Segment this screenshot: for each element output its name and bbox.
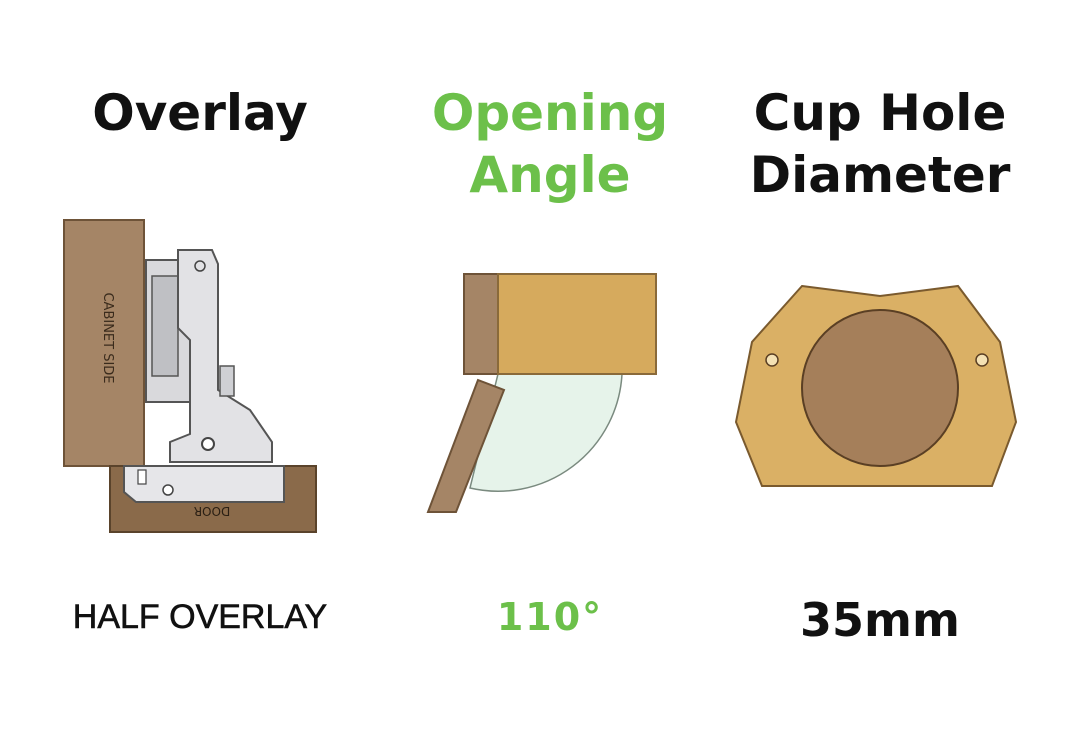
cup-hole-title: Cup Hole Diameter <box>720 82 1040 206</box>
arm-screw <box>201 437 215 451</box>
screw-hole-left <box>765 353 779 367</box>
cup-hole-value: 35mm <box>800 593 960 647</box>
cabinet-edge <box>463 273 499 375</box>
concealed-hinge-diagram-icon: CABINET SIDE DOOR <box>63 219 317 533</box>
cabinet-side-panel <box>63 219 145 467</box>
arm-screw-block <box>219 365 235 397</box>
open-door <box>426 378 506 513</box>
hinge-arm <box>169 249 273 463</box>
opening-angle-column: Opening Angle 110° <box>400 0 700 749</box>
opening-angle-title: Opening Angle <box>400 82 700 206</box>
cup-hole-title-line-1: Cup Hole <box>753 84 1007 142</box>
cabinet-body <box>497 273 657 375</box>
opening-angle-title-line-1: Opening <box>431 84 669 142</box>
overlay-title-line: Overlay <box>92 84 308 142</box>
hinge-cup <box>123 465 285 503</box>
opening-angle-value: 110° <box>496 595 604 639</box>
cup-tab <box>137 469 147 485</box>
swing-arc <box>469 373 623 492</box>
overlay-column: Overlay CABINET SIDE DOOR HALF OVERLAY <box>40 0 360 749</box>
overlay-title: Overlay <box>40 82 360 144</box>
arm-pin <box>194 260 206 272</box>
overlay-value: HALF OVERLAY <box>72 598 328 637</box>
cup-hole-title-line-2: Diameter <box>749 146 1011 204</box>
cup-hole-plate-diagram-icon <box>734 284 1018 487</box>
cup-hole <box>801 309 959 467</box>
opening-angle-diagram-icon <box>426 273 657 513</box>
cabinet-side-label: CABINET SIDE <box>100 292 115 383</box>
screw-hole-right <box>975 353 989 367</box>
door-label: DOOR <box>194 504 230 518</box>
plate-recess <box>151 275 179 377</box>
cup-screw <box>162 484 174 496</box>
cup-hole-column: Cup Hole Diameter 35mm <box>720 0 1040 749</box>
opening-angle-title-line-2: Angle <box>469 146 631 204</box>
